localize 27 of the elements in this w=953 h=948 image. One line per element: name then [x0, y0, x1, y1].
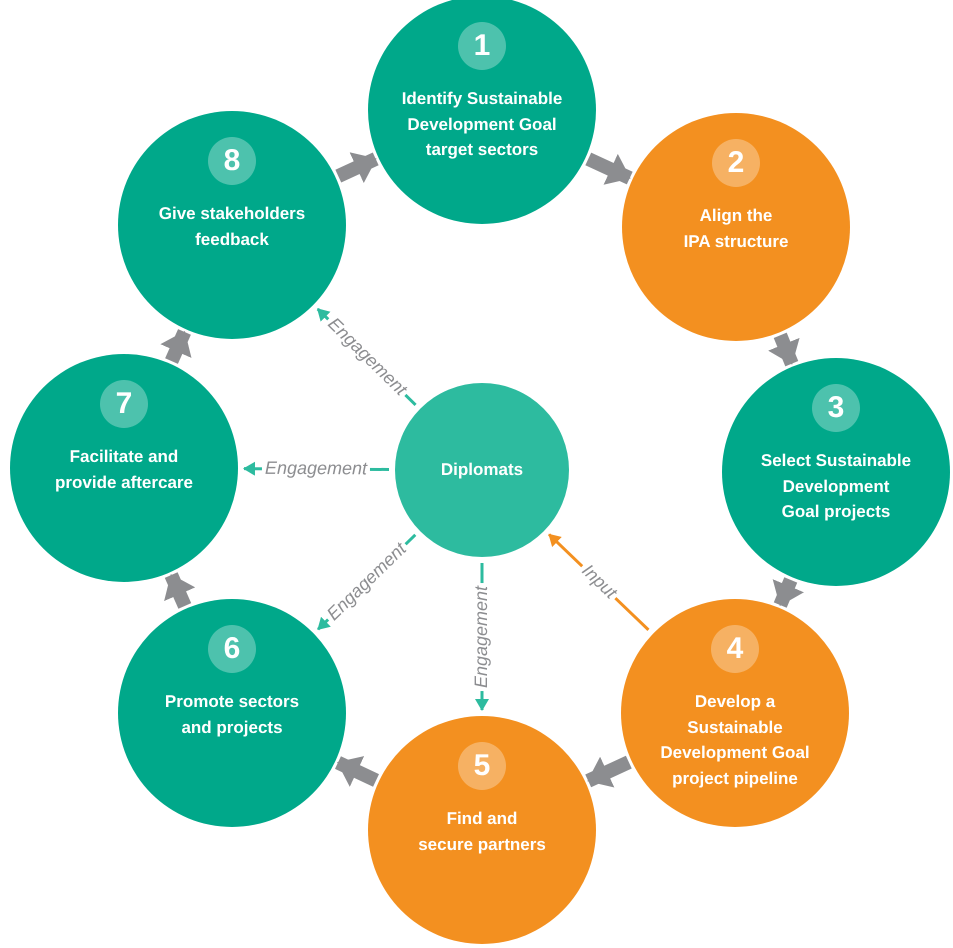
step-text: Facilitate and provide aftercare: [54, 446, 194, 494]
process-arrow: [585, 756, 632, 788]
step-text: Select Sustainable Development Goal projects: [760, 450, 912, 523]
edge-label: Engagement: [262, 458, 371, 480]
process-arrow: [772, 577, 804, 608]
step-number: 5: [458, 742, 506, 790]
step-number: 8: [208, 137, 256, 185]
step-number: 6: [208, 625, 256, 673]
process-arrow: [768, 332, 800, 366]
step-number: 2: [712, 139, 760, 187]
step-text: Find and secure partners: [417, 808, 547, 856]
step-number: 7: [100, 380, 148, 428]
step-number: 3: [812, 384, 860, 432]
step-text: Develop a Sustainable Development Goal project pipeline: [659, 691, 811, 790]
process-arrow: [585, 152, 633, 185]
process-arrow: [335, 756, 379, 787]
edge-label: Engagement: [472, 582, 492, 691]
step-text: Promote sectors and projects: [164, 691, 300, 738]
process-arrow: [160, 329, 192, 364]
step-text: Identify Sustainable Development Goal target sectors: [400, 88, 564, 161]
process-arrow: [164, 572, 196, 609]
step-number: 1: [458, 22, 506, 70]
step-text: Give stakeholders feedback: [158, 203, 306, 250]
step-number: 4: [711, 625, 759, 673]
step-text: Align the IPA structure: [682, 205, 790, 252]
step-text: Diplomats: [440, 459, 524, 482]
process-arrow: [335, 152, 379, 184]
